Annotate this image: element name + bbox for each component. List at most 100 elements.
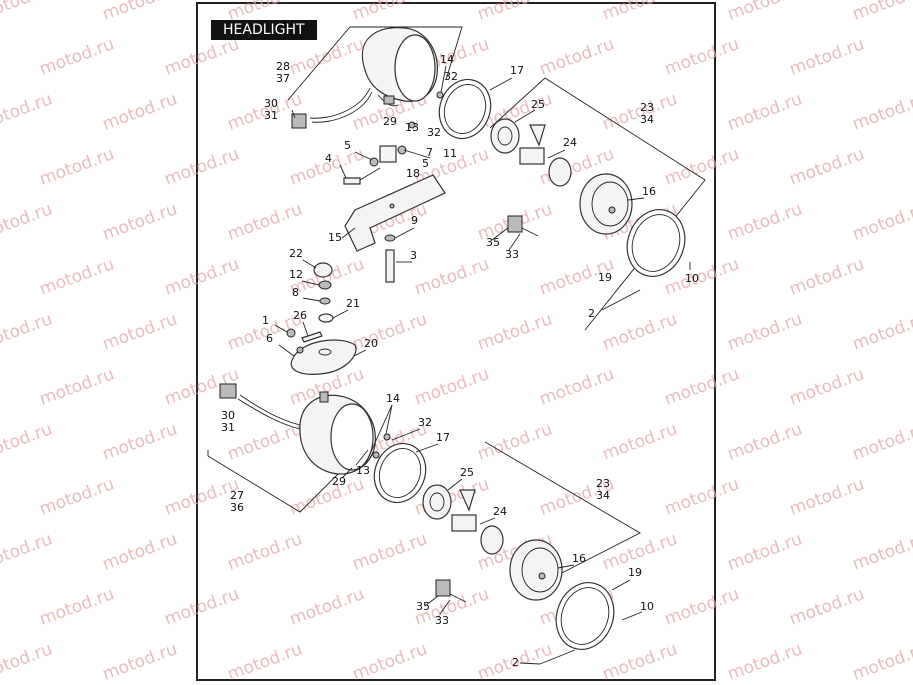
watermark-text: motod.ru (787, 364, 867, 409)
washer-7 (397, 145, 407, 155)
watermark-text: motod.ru (475, 309, 555, 354)
watermark-text: motod.ru (100, 529, 180, 574)
watermark-text: motod.ru (600, 309, 680, 354)
watermark-text: motod.ru (537, 34, 617, 79)
watermark-text: motod.ru (725, 419, 805, 464)
watermark-text: motod.ru (350, 529, 430, 574)
watermark-text: motod.ru (662, 474, 742, 519)
callout-31b: 31 (221, 421, 235, 434)
spacer-18 (379, 145, 397, 163)
watermark-text: motod.ru (350, 309, 430, 354)
watermark-text: motod.ru (225, 0, 305, 25)
key-26 (301, 331, 323, 343)
watermark-text: motod.ru (850, 309, 913, 354)
wire-harness-lower (219, 383, 301, 430)
watermark-text: motod.ru (787, 34, 867, 79)
watermark-text: motod.ru (225, 529, 305, 574)
callout-9: 9 (411, 214, 418, 227)
watermark-text: motod.ru (850, 419, 913, 464)
watermark-text: motod.ru (725, 89, 805, 134)
watermark-text: motod.ru (287, 34, 367, 79)
callout-23: 23 (640, 101, 654, 114)
trim-ring-upper (438, 78, 492, 140)
watermark-text: motod.ru (0, 309, 55, 354)
callout-37: 37 (276, 72, 290, 85)
watermark-text: motod.ru (0, 529, 55, 574)
watermark-text: motod.ru (850, 199, 913, 244)
callout-27: 27 (230, 489, 244, 502)
bushing-21 (318, 313, 334, 323)
callout-17: 17 (510, 64, 524, 77)
watermark-text: motod.ru (162, 584, 242, 629)
watermark-text: motod.ru (662, 34, 742, 79)
callout-29: 29 (383, 115, 397, 128)
callout-25b: 25 (460, 466, 474, 479)
sealed-beam-upper (579, 173, 633, 235)
watermark-text: motod.ru (37, 364, 117, 409)
watermark-text: motod.ru (162, 34, 242, 79)
watermark-text: motod.ru (725, 529, 805, 574)
watermark-text: motod.ru (475, 419, 555, 464)
watermark-text: motod.ru (225, 639, 305, 684)
door-ring-upper (626, 209, 686, 277)
watermark-text: motod.ru (600, 0, 680, 25)
callout-22: 22 (289, 247, 303, 260)
callout-3: 3 (410, 249, 417, 262)
callout-32: 32 (444, 70, 458, 83)
watermark-text: motod.ru (225, 419, 305, 464)
callout-13b: 13 (356, 464, 370, 477)
clamp-20 (290, 339, 357, 375)
bulb-socket-upper (490, 118, 546, 154)
watermark-text: motod.ru (100, 419, 180, 464)
watermark-text: motod.ru (0, 89, 55, 134)
headlight-housing-upper (361, 27, 438, 107)
washer-14-lower (383, 433, 391, 441)
watermark-text: motod.ru (787, 254, 867, 299)
watermark-text: motod.ru (725, 199, 805, 244)
mounting-bracket (344, 174, 446, 252)
washer-8 (319, 297, 331, 305)
callout-29b: 29 (332, 475, 346, 488)
callout-28: 28 (276, 60, 290, 73)
callout-33b: 33 (435, 614, 449, 627)
door-ring-lower (555, 582, 615, 650)
watermark-text: motod.ru (787, 474, 867, 519)
callout-7: 7 (426, 146, 433, 159)
callout-21: 21 (346, 297, 360, 310)
callout-18: 18 (406, 167, 420, 180)
callout-35: 35 (486, 236, 500, 249)
callout-11: 11 (443, 147, 457, 160)
bulb-lower (451, 514, 504, 555)
callout-16b: 16 (572, 552, 586, 565)
connector-lower (435, 579, 467, 603)
wire-harness-upper (291, 87, 373, 129)
callout-19: 19 (598, 271, 612, 284)
callout-2: 2 (588, 307, 595, 320)
diagram-title: HEADLIGHT (211, 20, 317, 40)
bolt-4 (343, 177, 361, 185)
callout-31: 31 (264, 109, 278, 122)
watermark-text: motod.ru (100, 639, 180, 684)
callout-5: 5 (344, 139, 351, 152)
callout-6: 6 (266, 332, 273, 345)
watermark-text: motod.ru (475, 0, 555, 25)
callout-5b: 5 (422, 157, 429, 170)
leader-23-34-upper (544, 77, 706, 331)
callout-4: 4 (325, 152, 332, 165)
callout-14b: 14 (386, 392, 400, 405)
watermark-text: motod.ru (37, 144, 117, 189)
watermark-text: motod.ru (662, 364, 742, 409)
callout-8: 8 (292, 286, 299, 299)
watermark-text: motod.ru (850, 89, 913, 134)
watermark-text: motod.ru (787, 144, 867, 189)
callout-32c: 32 (418, 416, 432, 429)
leader-28-37 (287, 26, 463, 101)
watermark-text: motod.ru (37, 584, 117, 629)
callout-23b: 23 (596, 477, 610, 490)
callout-leaders (274, 65, 691, 665)
screw-1 (286, 328, 296, 338)
watermark-text: motod.ru (37, 474, 117, 519)
watermark-text: motod.ru (37, 34, 117, 79)
callout-25: 25 (531, 98, 545, 111)
watermark-text: motod.ru (287, 584, 367, 629)
